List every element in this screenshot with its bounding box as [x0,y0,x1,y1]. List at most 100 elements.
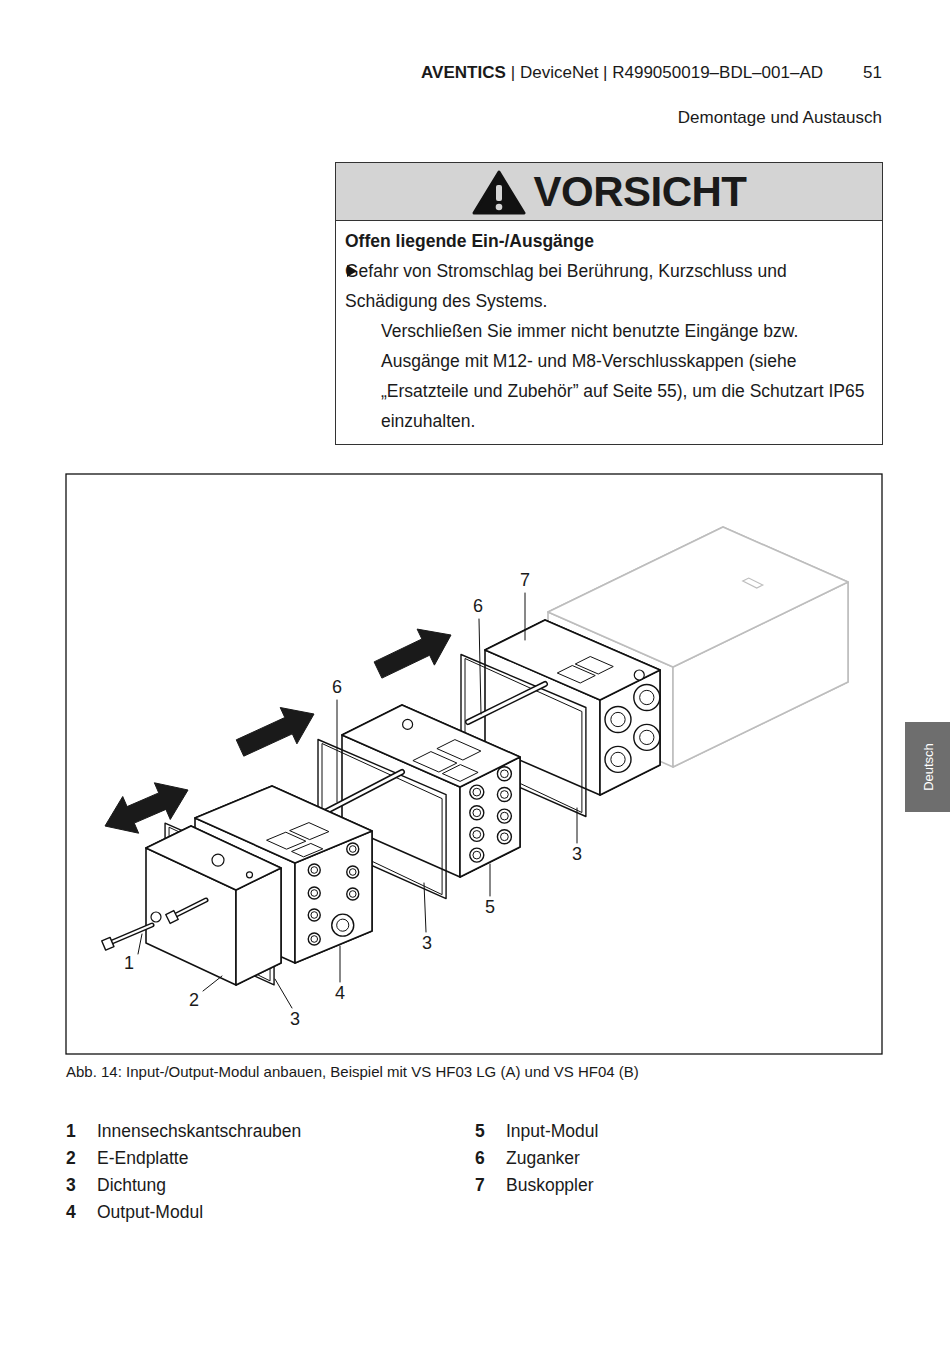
warning-triangle [474,172,524,213]
screw-thread [112,925,152,942]
bullet-shape [347,265,357,277]
output-led [290,823,329,840]
warning-text: Gefahr von Stromschlag bei Berührung, Ku… [345,256,872,316]
legend-text: Buskoppler [506,1175,594,1196]
m8-connector [347,866,359,878]
leader-line [203,976,222,991]
valve-notch [743,578,763,588]
m8-connector-inner [473,851,481,859]
leader-line [340,946,341,982]
input-module-top-face [342,705,520,787]
m8-connector [308,933,320,945]
m8-connector [470,848,484,862]
end-plate-hole [212,854,224,866]
end-plate-hole [247,872,253,878]
leader-line [337,700,338,802]
m8-connector-inner [473,831,481,839]
m12-connector [605,746,631,772]
m12-connector [332,914,354,936]
m8-connector [470,785,484,799]
warning-heading: VORSICHT [533,171,746,213]
input-led [442,765,478,782]
m12-connector-inner [611,752,625,766]
m8-connector-inner [473,788,481,796]
m8-connector-inner [311,890,318,897]
m8-connector-inner [311,912,318,919]
legend-number: 6 [475,1148,485,1169]
screw-shank [112,925,152,942]
legend-text: E-Endplatte [97,1148,188,1169]
m12-connector-inner [337,919,349,931]
legend-text: Dichtung [97,1175,166,1196]
legend-number: 5 [475,1121,485,1142]
leader-line [525,593,526,640]
m12-connector [634,724,660,750]
end-plate-bore [151,912,161,922]
m8-connector-inner [311,936,318,943]
m8-connector [497,809,511,823]
direction-arrow [105,783,188,833]
callout-number: 4 [335,983,345,1005]
leader-line [479,619,481,714]
m12-connector-inner [640,690,654,704]
warning-header: VORSICHT [336,163,882,221]
end-plate-outline [146,826,281,985]
end-plate-top-face [146,826,281,890]
legend-number: 2 [66,1148,76,1169]
callout-number: 3 [422,933,432,955]
m8-connector [497,830,511,844]
bus-coupler-hole [634,670,644,680]
m8-connector [347,843,359,855]
bus-coupler-led [575,657,613,675]
section-title: Demontage und Austausch [678,108,882,128]
m8-connector-inner [501,791,509,799]
legend-number: 1 [66,1121,76,1142]
callout-number: 7 [520,570,530,592]
leader-line [490,864,491,896]
callout-number: 6 [332,677,342,699]
input-hole [403,719,413,729]
m12-connector [605,707,631,733]
legend-number: 4 [66,1202,76,1223]
bus-coupler-top-face [485,620,660,700]
warning-icon [471,169,527,215]
m12-connector-inner [640,730,654,744]
gasket-inner [465,659,582,813]
screw-thread [176,900,206,915]
leader-line [577,808,578,843]
figure-frame [66,474,882,1054]
gasket [461,655,586,817]
m8-connector [308,909,320,921]
legend-text: Zuganker [506,1148,580,1169]
page-number: 51 [863,63,882,83]
screw-shank [176,900,206,915]
legend-number: 3 [66,1175,76,1196]
m8-connector-inner [349,869,356,876]
warning-box: VORSICHT Offen liegende Ein-/AusgängeGefa… [335,162,883,445]
figure-caption: Abb. 14: Input-/Output-Modul anbauen, Be… [66,1063,639,1081]
tie-rod-core [468,684,545,722]
legend-number: 7 [475,1175,485,1196]
callout-number: 3 [290,1009,300,1031]
brand-name: AVENTICS [421,63,506,83]
legend-text: Output-Modul [97,1202,203,1223]
leader-line [138,934,142,954]
legend-text: Innensechskantschrauben [97,1121,301,1142]
m8-connector-inner [311,867,318,874]
m8-connector-inner [501,770,509,778]
m8-connector [308,864,320,876]
warning-title: Offen liegende Ein-/Ausgänge [345,226,872,256]
callout-number: 5 [485,897,495,919]
warning-instruction: Verschließen Sie immer nicht benutzte Ei… [345,316,872,436]
language-tab: Deutsch [905,722,950,812]
callout-number: 1 [124,953,134,975]
m8-connector-inner [473,809,481,817]
callout-number: 3 [572,844,582,866]
m8-connector [308,887,320,899]
tie-rod [468,684,545,722]
m8-connector [497,788,511,802]
output-led [292,843,323,856]
legend-text: Input-Modul [506,1121,598,1142]
direction-arrow [374,629,451,678]
m8-connector-inner [349,891,356,898]
